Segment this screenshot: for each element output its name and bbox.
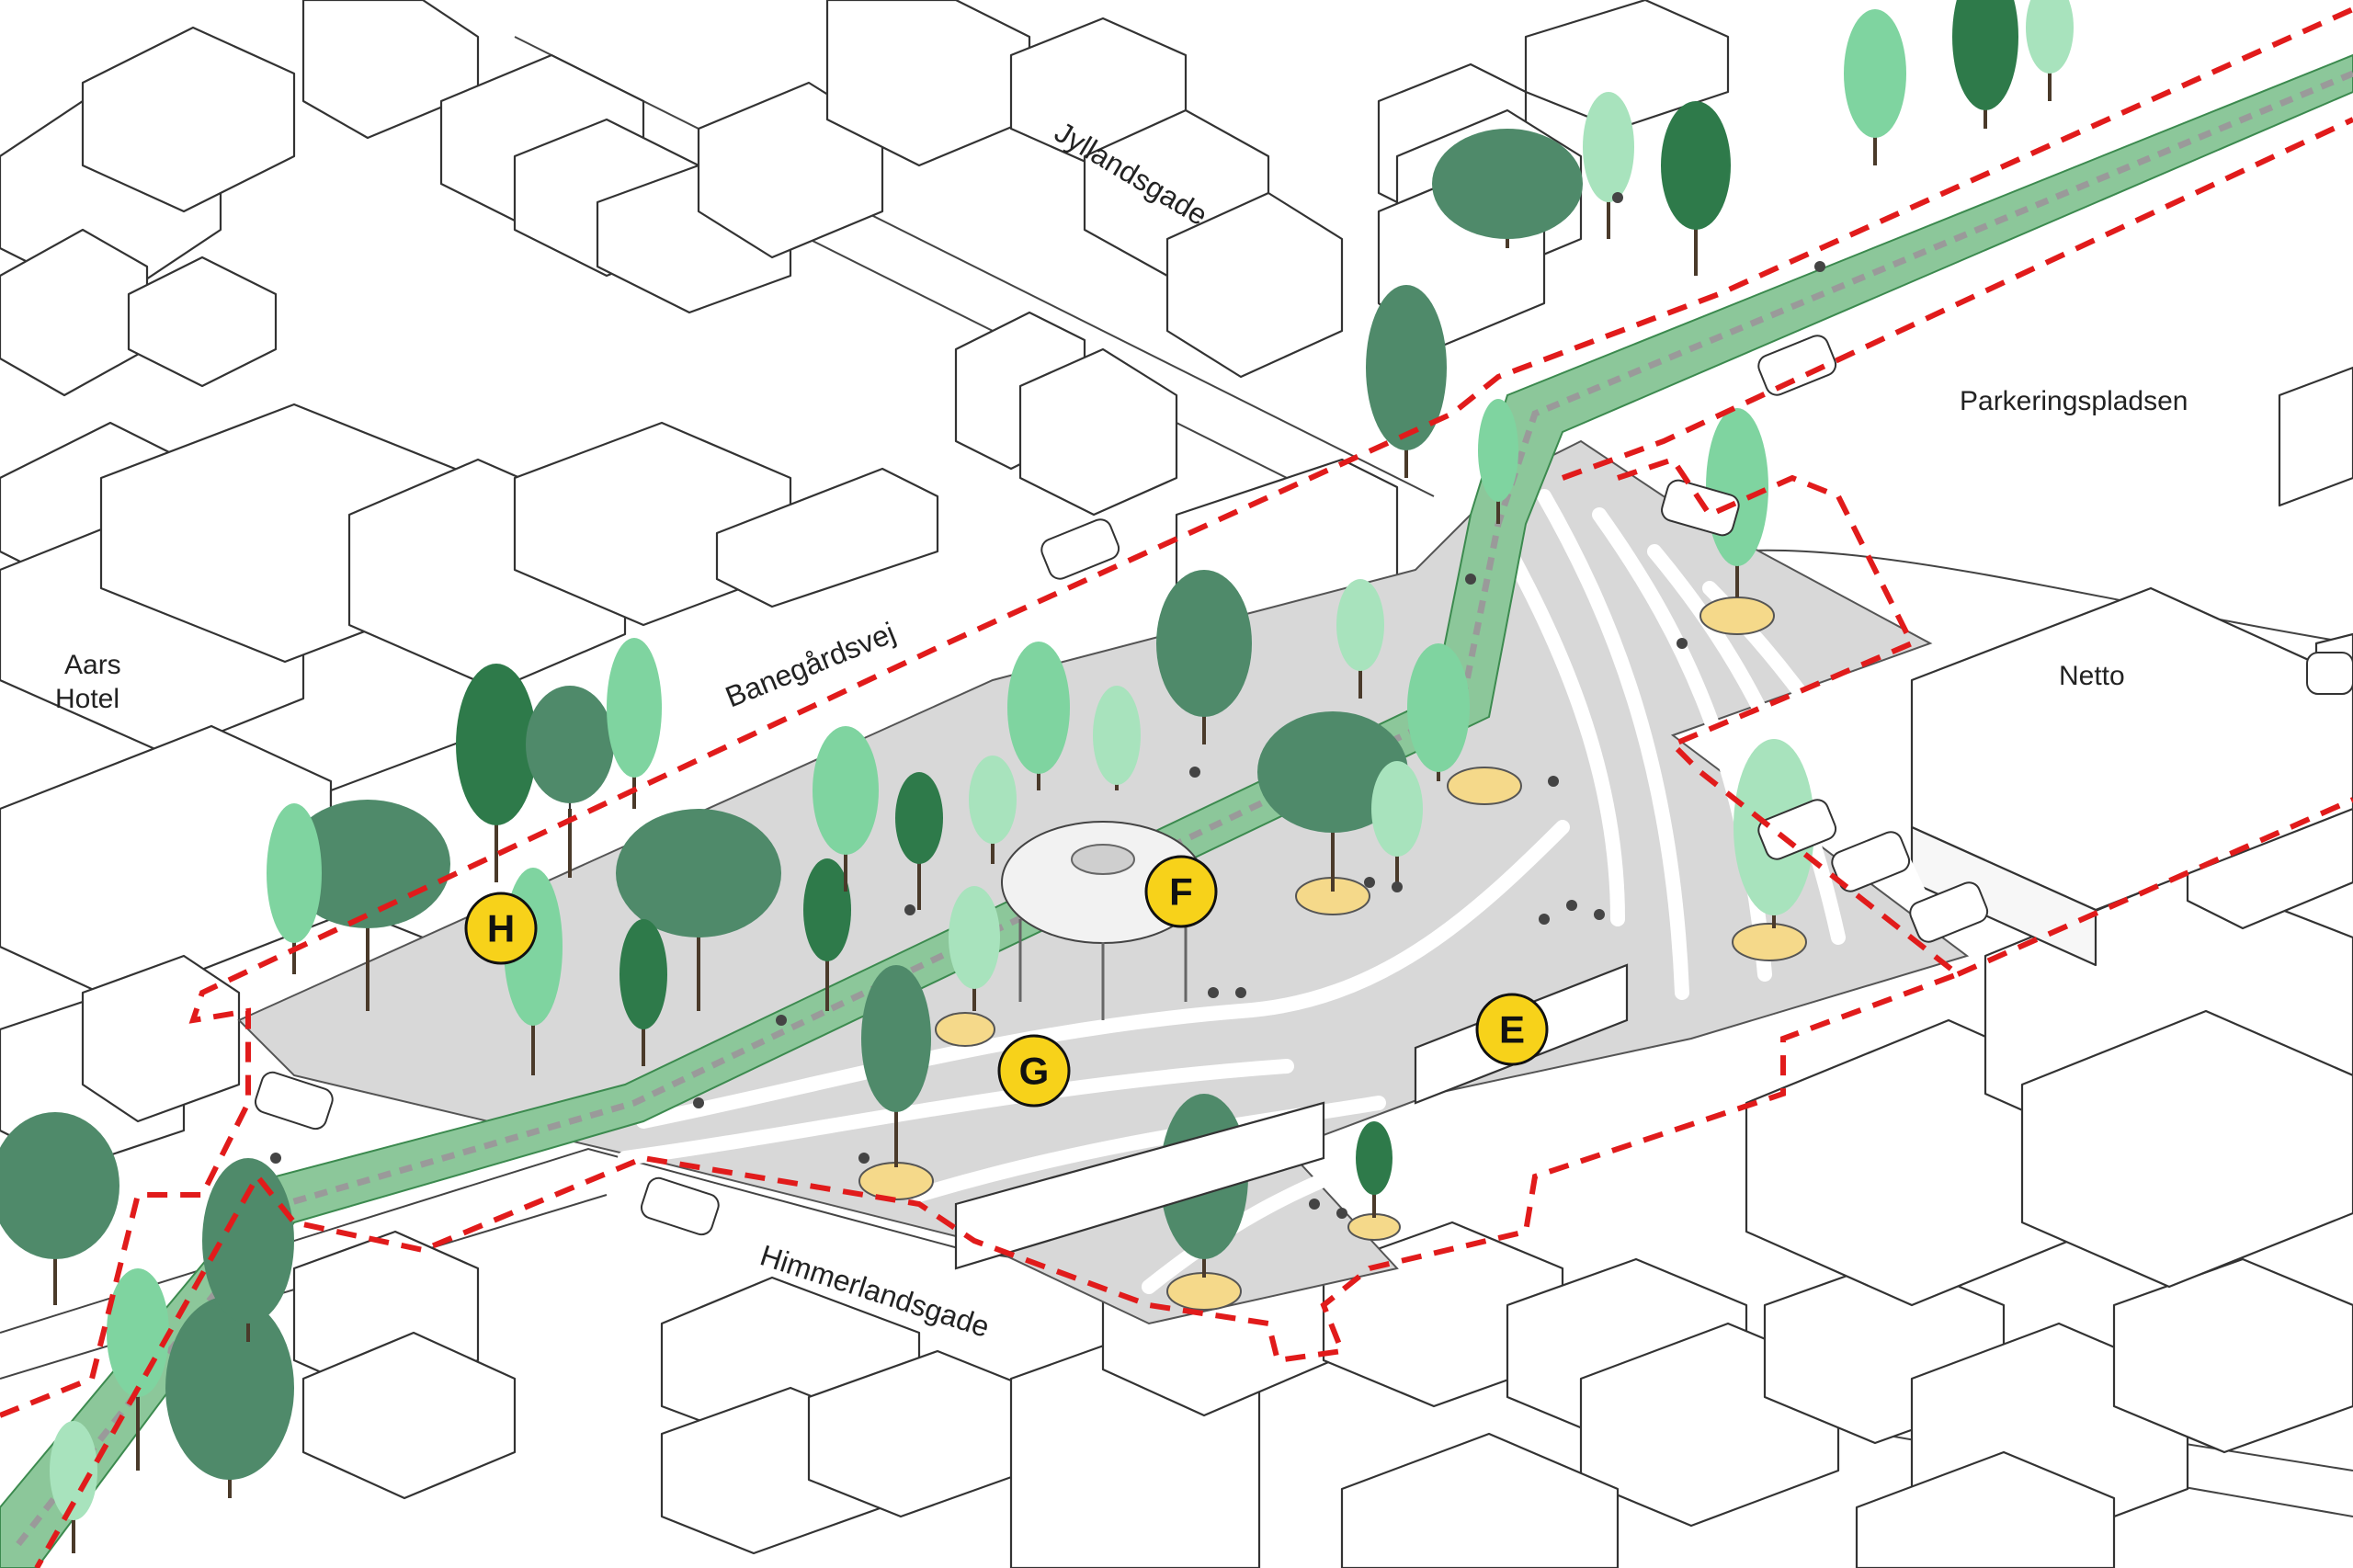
place-label-parkeringspladsen: Parkeringspladsen (1960, 386, 2188, 416)
marker-h: H (464, 892, 538, 965)
place-label-netto: Netto (2059, 661, 2125, 691)
trees (0, 0, 2074, 1553)
marker-g: G (997, 1034, 1071, 1108)
project-boundary (0, 6, 2353, 1568)
marker-h-label: H (487, 907, 515, 950)
marker-f-label: F (1169, 870, 1193, 914)
benches (858, 597, 1807, 1311)
place-label-hotel-line1: Aars (64, 650, 121, 680)
people (270, 192, 1825, 1219)
marker-e-label: E (1499, 1008, 1525, 1051)
place-label-hotel-line2: Hotel (55, 684, 119, 714)
marker-g-label: G (1019, 1050, 1050, 1093)
marker-e: E (1475, 993, 1549, 1066)
street-label-banegardsvej: Banegårdsvej (721, 616, 900, 714)
marker-f: F (1144, 855, 1218, 928)
